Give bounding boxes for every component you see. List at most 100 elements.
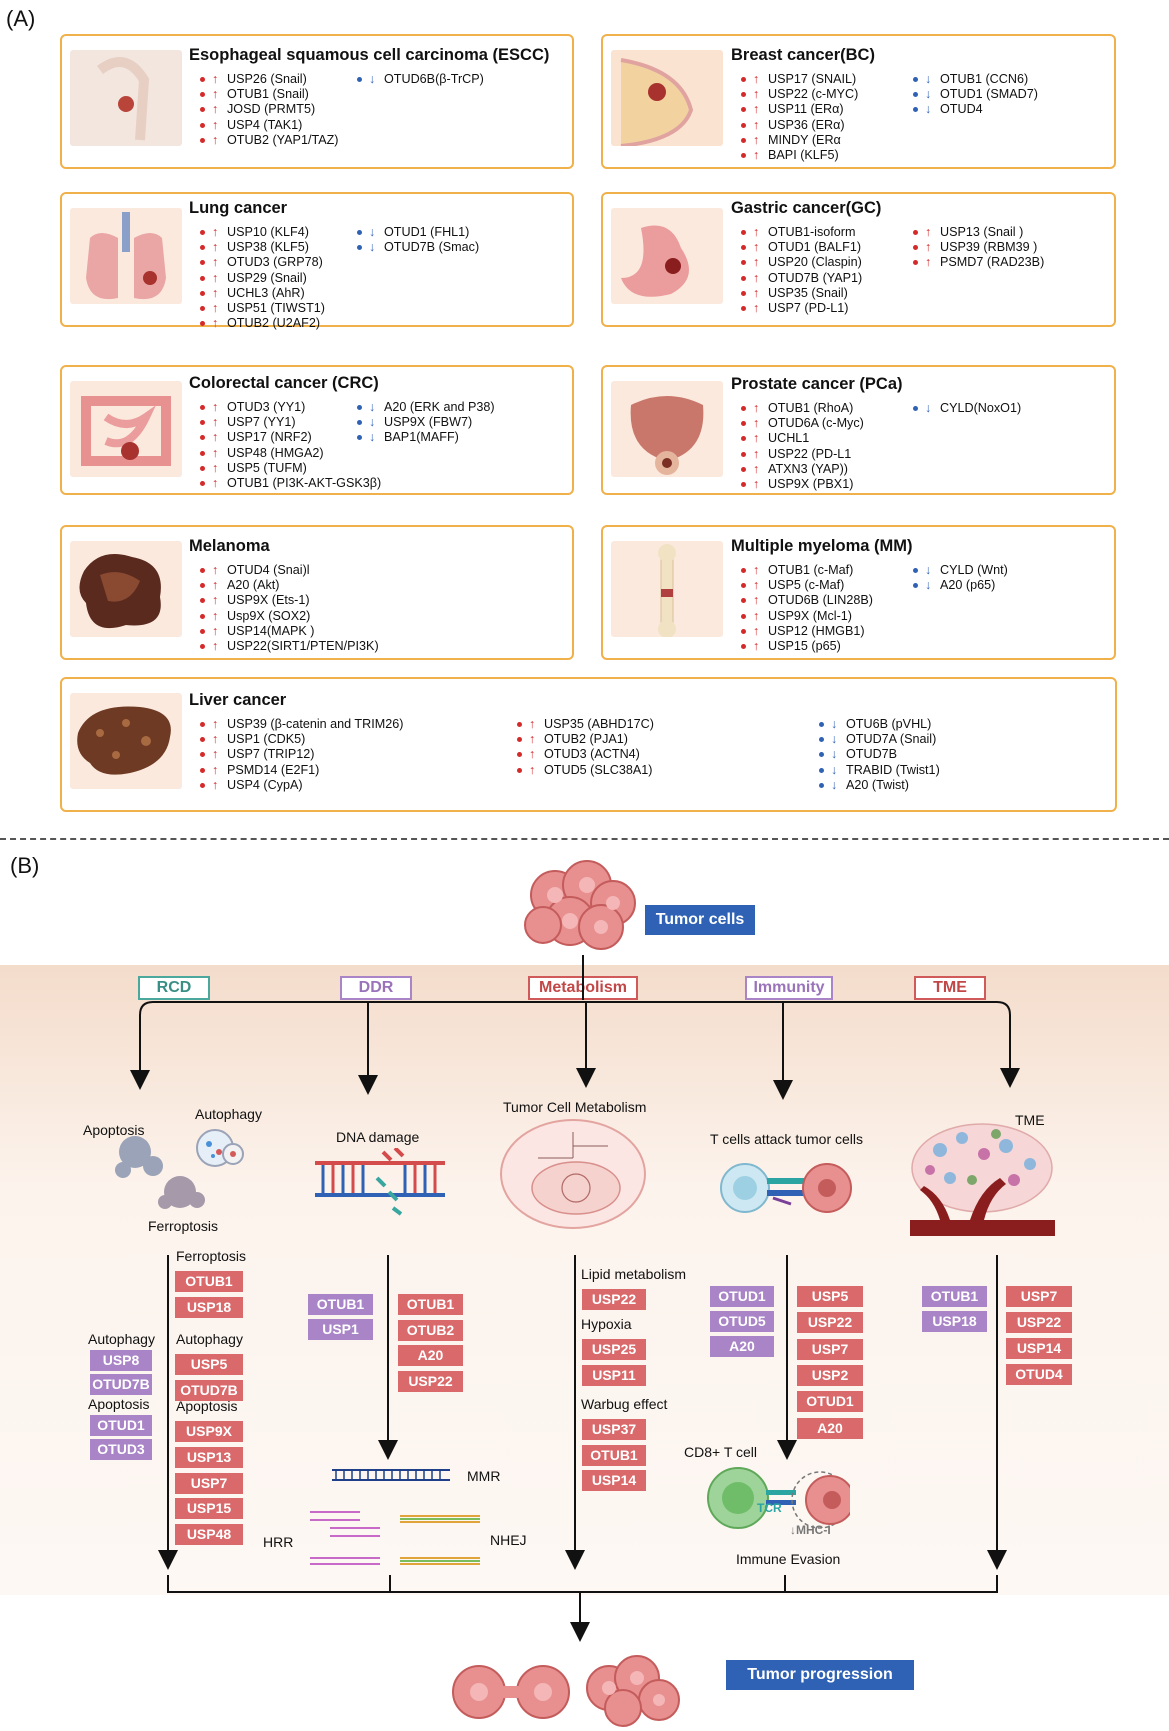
gene-label: USP22 (PD-L1: [768, 446, 852, 461]
bullet-icon: [741, 644, 746, 650]
cancer-card: Lung cancer↑USP10 (KLF4)↑USP38 (KLF5)↑OT…: [60, 192, 574, 330]
gene-label: OTUD7B: [846, 747, 898, 762]
gene-label: OTUD1 (FHL1): [384, 225, 470, 239]
bullet-icon: [200, 420, 205, 426]
gene-item: ↑USP9X (Ets-1): [200, 593, 379, 608]
up-arrow-icon: ↑: [212, 475, 219, 490]
gene-label: USP9X (FBW7): [384, 415, 473, 430]
gene-label: OTUD5 (SLC38A1): [544, 762, 653, 777]
down-arrow-icon: ↓: [925, 72, 932, 86]
bullet-icon: [200, 568, 205, 574]
immune-evasion-illustration: [707, 1467, 850, 1529]
gene-label: USP48 (HMGA2): [227, 445, 324, 460]
card-title: Lung cancer: [189, 199, 288, 217]
dub-tag: USP15: [175, 1498, 243, 1520]
gene-item: ↑OTUD1 (BALF1): [741, 240, 862, 255]
panel-divider: [0, 838, 1169, 840]
down-arrow-icon: ↓: [369, 225, 376, 239]
down-arrow-icon: ↓: [925, 563, 932, 577]
organ-illustration: [611, 541, 723, 637]
bullet-icon: [357, 435, 362, 441]
bullet-icon: [357, 77, 362, 83]
gene-label: UCHL1: [768, 431, 810, 446]
dub-tag: OTUD1: [90, 1415, 152, 1436]
bullet-icon: [741, 275, 746, 281]
bullet-icon: [517, 752, 522, 758]
up-arrow-icon: ↑: [212, 430, 219, 445]
organ-illustration: [611, 208, 723, 304]
ferroptosis-label: Ferroptosis: [148, 1218, 219, 1234]
bullet-icon: [741, 230, 746, 236]
gene-item: ↑USP9X (Mcl-1): [741, 609, 873, 624]
gene-item: ↑OTUD6B (LIN28B): [741, 593, 873, 608]
bullet-icon: [200, 782, 205, 788]
gene-item: ↑JOSD (PRMT5): [200, 102, 339, 117]
bullet-icon: [741, 77, 746, 83]
up-arrow-icon: ↑: [753, 132, 760, 147]
bullet-icon: [357, 420, 362, 426]
bullet-icon: [200, 77, 205, 83]
dna-damage-title: DNA damage: [336, 1129, 420, 1145]
up-arrow-icon: ↑: [753, 638, 760, 653]
up-arrow-icon: ↑: [212, 72, 219, 86]
bullet-icon: [200, 260, 205, 266]
gene-item: ↓OTUD7B: [819, 747, 940, 762]
gene-item: ↑USP22 (c-MYC): [741, 87, 858, 102]
card-title: Multiple myeloma (MM): [731, 537, 913, 555]
category-ddr: DDR: [340, 976, 412, 1000]
bullet-icon: [200, 275, 205, 281]
up-arrow-icon: ↑: [753, 446, 760, 461]
gene-item: ↑OTUD4 (Snai)l: [200, 563, 379, 578]
dub-tag: USP13: [175, 1446, 243, 1468]
up-arrow-icon: ↑: [753, 593, 760, 608]
dub-tag: OTUD3: [90, 1439, 152, 1460]
bullet-icon: [741, 451, 746, 457]
gene-list: ↑USP13 (Snail )↑USP39 (RBM39 )↑PSMD7 (RA…: [913, 225, 1044, 271]
down-arrow-icon: ↓: [369, 430, 376, 445]
gene-label: USP17 (NRF2): [227, 430, 312, 445]
bullet-icon: [913, 92, 918, 98]
up-arrow-icon: ↑: [753, 102, 760, 117]
gene-item: ↑OTUB2 (PJA1): [517, 732, 654, 747]
gene-label: OTUD1 (SMAD7): [940, 87, 1038, 102]
bullet-icon: [200, 230, 205, 236]
gene-label: OTUB1 (PI3K-AKT-GSK3β): [227, 475, 382, 490]
dub-tag: USP14: [1006, 1338, 1072, 1359]
up-arrow-icon: ↑: [212, 400, 219, 414]
gene-label: OTUD4: [940, 102, 983, 117]
gene-item: ↓CYLD (Wnt): [913, 563, 1008, 578]
gene-label: OTUB1 (c-Maf): [768, 563, 854, 577]
up-arrow-icon: ↑: [753, 623, 760, 638]
gene-item: ↑USP5 (c-Maf): [741, 578, 873, 593]
gene-label: PSMD7 (RAD23B): [940, 255, 1045, 270]
up-arrow-icon: ↑: [753, 401, 760, 415]
down-arrow-icon: ↓: [925, 102, 932, 117]
gene-item: ↑USP36 (ERα): [741, 118, 858, 133]
gene-item: ↑OTUB2 (U2AF2): [200, 316, 325, 331]
card-title: Esophageal squamous cell carcinoma (ESCC…: [189, 46, 550, 64]
gene-item: ↑USP22(SIRT1/PTEN/PI3K): [200, 639, 379, 654]
up-arrow-icon: ↑: [212, 460, 219, 475]
bullet-icon: [741, 466, 746, 472]
dub-tag: USP9X: [175, 1421, 243, 1442]
up-arrow-icon: ↑: [212, 240, 219, 255]
gene-label: MINDY (ERα: [768, 132, 841, 147]
up-arrow-icon: ↑: [753, 270, 760, 285]
organ-illustration: [70, 381, 182, 477]
immunity-title: T cells attack tumor cells: [710, 1131, 864, 1147]
group-label: Apoptosis: [88, 1396, 150, 1412]
category-tme: TME: [914, 976, 986, 1000]
gene-label: OTUD6A (c-Myc): [768, 416, 864, 431]
bullet-icon: [200, 92, 205, 98]
bullet-icon: [200, 628, 205, 634]
up-arrow-icon: ↑: [212, 638, 219, 653]
bullet-icon: [517, 767, 522, 773]
category-rcd: RCD: [138, 976, 210, 1000]
up-arrow-icon: ↑: [925, 255, 932, 270]
gene-label: USP20 (Claspin): [768, 255, 862, 270]
bullet-icon: [200, 245, 205, 251]
gene-label: A20 (Akt): [227, 578, 280, 593]
dub-tag: A20: [398, 1345, 463, 1366]
organ-illustration: [70, 50, 182, 146]
